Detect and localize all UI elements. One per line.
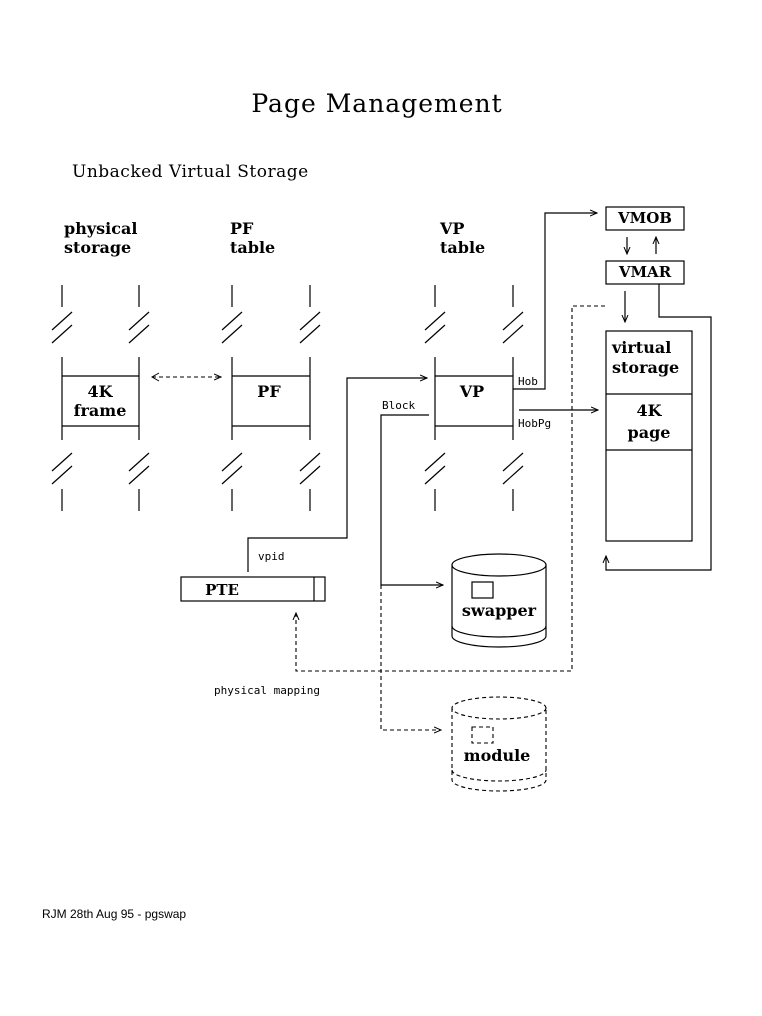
- pte-label: PTE: [205, 581, 239, 599]
- pf-table: [221, 285, 321, 511]
- page-title: Page Management: [251, 89, 502, 118]
- physical-mapping-label: physical mapping: [214, 684, 320, 697]
- physical-storage-table: [51, 285, 150, 511]
- hob-arrow: [513, 213, 597, 390]
- frame-cell-line1: 4K: [87, 382, 113, 401]
- page-cell-line1: 4K: [636, 401, 662, 420]
- page-cell-line2: page: [628, 423, 671, 442]
- vp-cell-label: VP: [459, 382, 484, 401]
- footer-credit: RJM 28th Aug 95 - pgswap: [42, 907, 186, 921]
- module-label: module: [464, 746, 531, 765]
- swapper-label: swapper: [462, 601, 537, 620]
- section-subtitle: Unbacked Virtual Storage: [72, 162, 309, 182]
- block-label: Block: [382, 399, 415, 412]
- swapper-cylinder: [451, 553, 547, 648]
- block-arrow: [380, 414, 443, 585]
- frame-cell-line2: frame: [74, 401, 127, 420]
- physical-mapping-arrow: [296, 305, 605, 672]
- column-pf-table-line2: table: [230, 238, 275, 257]
- virtual-storage-label-line1: virtual: [611, 338, 671, 357]
- column-pf-table-line1: PF: [230, 219, 254, 238]
- frame-pf-link-left-head: [150, 372, 160, 382]
- block-to-module-arrow: [380, 585, 441, 730]
- hob-label: Hob: [518, 375, 538, 388]
- vmob-box: [605, 206, 685, 231]
- hobpg-label: HobPg: [518, 417, 551, 430]
- vp-table: [424, 285, 524, 511]
- vpid-arrow: [247, 378, 427, 572]
- virtual-storage-box: [605, 330, 693, 542]
- column-vp-table-line2: table: [440, 238, 485, 257]
- pte-box: [180, 576, 326, 602]
- column-physical-storage-line1: physical: [64, 219, 137, 238]
- column-physical-storage-line2: storage: [64, 238, 131, 257]
- vmar-label: VMAR: [618, 263, 672, 281]
- vpid-label: vpid: [258, 550, 285, 563]
- virtual-storage-label-line2: storage: [612, 358, 679, 377]
- vmar-box: [605, 260, 685, 285]
- vmar-loop-arrow: [606, 284, 712, 571]
- module-cylinder: [451, 696, 547, 792]
- column-vp-table-line1: VP: [439, 219, 464, 238]
- vmob-label: VMOB: [617, 209, 672, 227]
- pf-cell-label: PF: [257, 382, 281, 401]
